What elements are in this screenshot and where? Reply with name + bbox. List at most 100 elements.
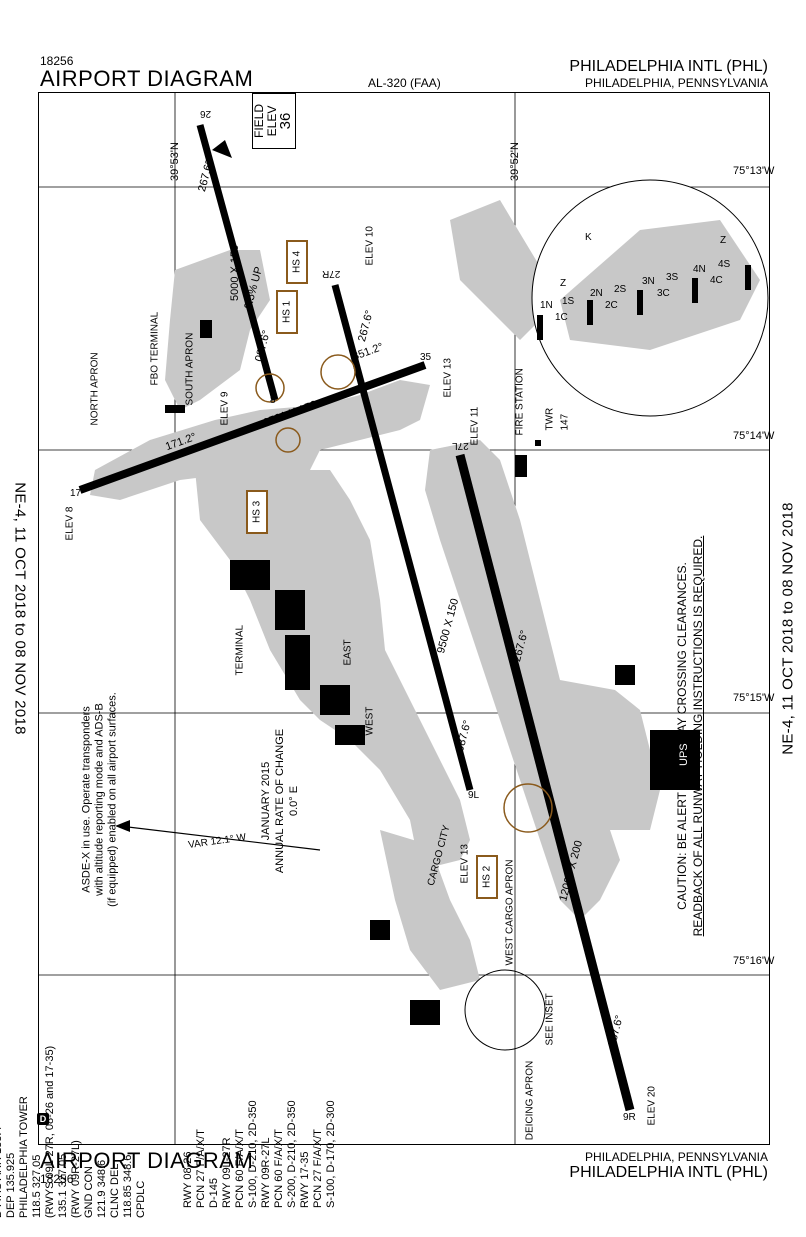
- lon-label-3: 75°15'W: [733, 692, 775, 704]
- magvar-rate: 0.0° E: [288, 785, 300, 817]
- label-north-apron: NORTH APRON: [89, 352, 101, 426]
- west-cargo-inset-circle: [464, 969, 546, 1051]
- hotspot-hs3: HS 3: [246, 490, 268, 534]
- rwy-9R-end: 9R: [623, 1112, 636, 1123]
- hotspot-hs4: HS 4: [286, 240, 308, 284]
- freq-11: CPDLC: [135, 1180, 147, 1218]
- asde-line-2: with altitude reporting mode and ADS-B: [93, 703, 106, 896]
- freq-1: DEP 135.925: [5, 1152, 17, 1218]
- rwy-08-end: 8: [270, 395, 276, 406]
- elev-9: ELEV 9: [219, 391, 231, 426]
- field-elev-marker: [212, 140, 232, 158]
- inset-Z-2: Z: [720, 235, 727, 246]
- location-top: PHILADELPHIA, PENNSYLVANIA: [585, 76, 768, 90]
- inset-2N: 2N: [590, 288, 603, 299]
- date-right: NE-4, 11 OCT 2018 to 08 NOV 2018: [779, 502, 797, 755]
- rwy-11: S-100, D-170, 2D-300: [325, 1100, 337, 1208]
- buildings: [165, 320, 700, 1025]
- lon-label-1: 75°13'W: [733, 165, 775, 177]
- label-west-cargo-apron: WEST CARGO APRON: [504, 859, 516, 966]
- rwy-17-end: 17: [70, 488, 82, 499]
- location-bottom: PHILADELPHIA, PENNSYLVANIA: [585, 1150, 768, 1164]
- label-fire-station: FIRE STATION: [514, 368, 526, 436]
- airport-name-top: PHILADELPHIA INTL (PHL): [569, 58, 768, 75]
- chart-frame: [38, 92, 770, 1145]
- magvar-date: JANUARY 2015: [260, 761, 272, 841]
- runway-09L-27R: [331, 284, 474, 791]
- rwy-1: PCN 27 F/A/X/T: [195, 1129, 207, 1208]
- inset-deicing-pads: [537, 265, 751, 340]
- field-elevation-box: FIELD ELEV 36: [252, 93, 296, 149]
- rwy-9L-end: 9L: [468, 790, 480, 801]
- hotspot-hs2: HS 2: [476, 855, 498, 899]
- north-arrow: [115, 820, 321, 851]
- elev-8: ELEV 8: [64, 506, 76, 541]
- date-left: NE-4, 11 OCT 2018 to 08 NOV 2018: [11, 482, 29, 735]
- inset-3N: 3N: [642, 276, 655, 287]
- asde-line-1: ASDE-X in use. Operate transponders: [80, 706, 93, 893]
- label-twr-elev: 147: [559, 413, 571, 431]
- inset-K: K: [585, 232, 592, 243]
- airport-name-bottom: PHILADELPHIA INTL (PHL): [569, 1164, 768, 1181]
- rwy-26-end: 26: [200, 108, 212, 119]
- label-south-apron: SOUTH APRON: [184, 332, 196, 406]
- rwy-3: RWY 09L-27R: [221, 1137, 233, 1208]
- airport-diagram: [38, 92, 770, 1145]
- inset-4S: 4S: [718, 259, 731, 270]
- freq-2: PHILADELPHIA TOWER: [18, 1096, 30, 1218]
- chart-id-top: 18256: [40, 54, 74, 68]
- lat-top-left: 39°53'N: [169, 142, 181, 181]
- inset-Z-1: Z: [560, 278, 567, 289]
- rwy-35-end: 35: [420, 352, 432, 363]
- rwy-6: RWY 09R-27L: [260, 1137, 272, 1208]
- asde-note: ASDE-X in use. Operate transponders with…: [81, 660, 120, 940]
- label-ups: UPS: [678, 743, 690, 766]
- rwy-2: D-145: [208, 1178, 220, 1208]
- elev-13-a: ELEV 13: [442, 358, 454, 398]
- freq-5: 135.1 327.05: [57, 1153, 69, 1218]
- field-elev-value: 36: [277, 112, 294, 130]
- inset-1C: 1C: [555, 312, 568, 323]
- elev-20: ELEV 20: [646, 1086, 658, 1126]
- magvar-block: JANUARY 2015 ANNUAL RATE OF CHANGE 0.0° …: [259, 711, 301, 891]
- rwy-10: PCN 27 F/A/X/T: [312, 1129, 324, 1208]
- label-deicing-apron: DEICING APRON: [524, 1060, 536, 1141]
- runway-17-35: [78, 361, 427, 494]
- freq-9: CLNC DEL: [109, 1163, 121, 1218]
- elev-13-b: ELEV 13: [459, 844, 471, 884]
- inset-3S: 3S: [666, 272, 679, 283]
- runway-08-26: [196, 124, 279, 401]
- magvar-rate-label: ANNUAL RATE OF CHANGE: [274, 728, 286, 874]
- rwy-9: RWY 17-35: [299, 1151, 311, 1208]
- label-fbo-terminal: FBO TERMINAL: [149, 311, 161, 386]
- chart-title-bottom: AIRPORT DIAGRAM: [40, 1148, 254, 1173]
- rwy-8: S-200, D-210, 2D-350: [286, 1100, 298, 1208]
- rwy-08-26-dims: 5000 X 150: [229, 244, 241, 301]
- label-twr: TWR: [544, 407, 556, 431]
- elev-10: ELEV 10: [364, 226, 376, 266]
- inset-4C: 4C: [710, 275, 723, 286]
- label-west: WEST: [364, 706, 376, 736]
- inset-1S: 1S: [562, 296, 575, 307]
- rwy-0: RWY 08-26: [182, 1151, 194, 1208]
- rwy-4: PCN 60 F/A/X/T: [234, 1129, 246, 1208]
- freq-6: (RWY 09R-27L): [70, 1140, 82, 1218]
- label-east: EAST: [342, 639, 354, 666]
- rwy-5: S-100, D-210, 2D-350: [247, 1100, 259, 1208]
- label-terminal: TERMINAL: [234, 624, 246, 676]
- inset-2S: 2S: [614, 284, 627, 295]
- lon-label-2: 75°14'W: [733, 430, 775, 442]
- caution-line-2: READBACK OF ALL RUNWAY HOLDING INSTRUCTI…: [691, 535, 705, 937]
- rwy-27L-end: 27L: [452, 440, 469, 451]
- elev-11: ELEV 11: [469, 406, 481, 446]
- inset-4N: 4N: [693, 264, 706, 275]
- rwy-7: PCN 60 F/A/X/T: [273, 1129, 285, 1208]
- freq-7: GND CON: [83, 1166, 95, 1218]
- hotspot-hs1: HS 1: [276, 290, 298, 334]
- cpdlc-badge: D: [37, 1113, 49, 1125]
- asde-line-3: (if equipped) enabled on all airport sur…: [106, 692, 119, 907]
